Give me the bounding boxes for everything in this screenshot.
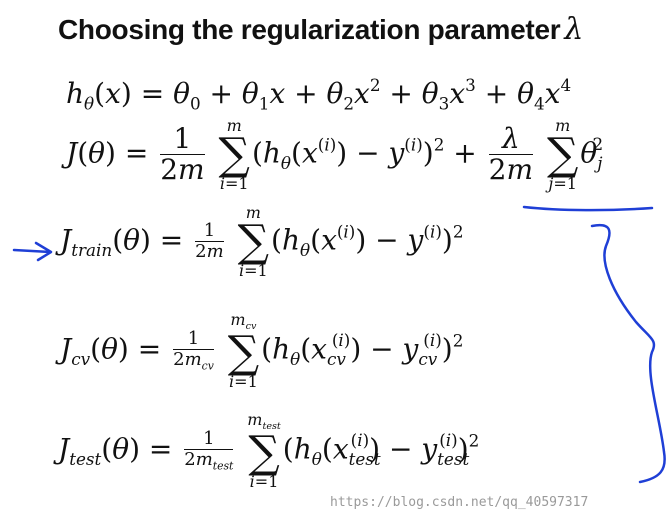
underline-mark bbox=[522, 205, 654, 212]
summation: m∑j=1 bbox=[546, 116, 579, 193]
hypothesis-equation: hθ(x) = θ0 + θ1x + θ2x2 + θ3x3 + θ4x4 bbox=[66, 75, 572, 114]
summation: m∑i=1 bbox=[237, 203, 270, 280]
summation: m∑i=1 bbox=[218, 116, 250, 193]
summation: mtest∑i=1 bbox=[247, 410, 281, 491]
arrow-head-icon bbox=[34, 241, 53, 262]
watermark: https://blog.csdn.net/qq_40597317 bbox=[330, 495, 589, 510]
summation: mcv∑i=1 bbox=[227, 310, 260, 391]
arrow-icon bbox=[12, 248, 52, 254]
brace-mark bbox=[590, 223, 666, 484]
title-text: Choosing the regularization parameter bbox=[58, 14, 561, 45]
lambda-symbol: λ bbox=[564, 12, 584, 47]
